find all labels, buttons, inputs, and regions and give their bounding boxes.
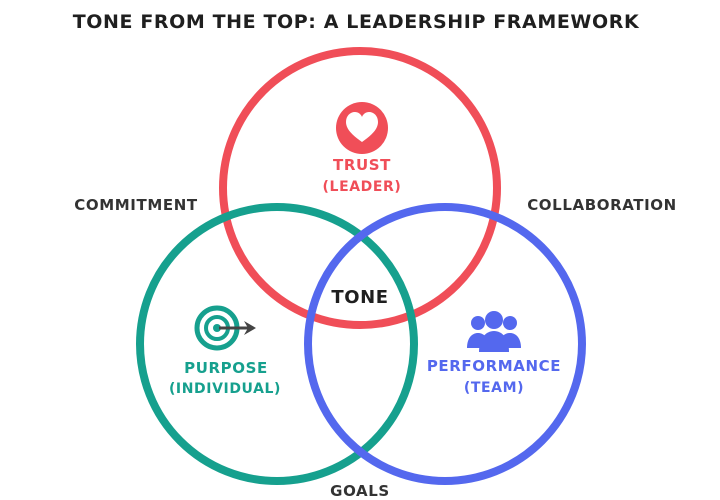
diagram-title: TONE FROM THE TOP: A LEADERSHIP FRAMEWOR…	[73, 11, 640, 33]
trust-sublabel: (LEADER)	[323, 179, 402, 195]
heart-icon	[336, 102, 388, 154]
purpose-circle	[136, 203, 418, 485]
goals-label: GOALS	[330, 482, 390, 500]
performance-sublabel: (TEAM)	[464, 380, 524, 396]
purpose-sublabel: (INDIVIDUAL)	[169, 381, 281, 397]
target-icon	[194, 305, 256, 351]
trust-label: TRUST	[333, 156, 391, 174]
performance-circle	[304, 203, 586, 485]
team-icon	[467, 311, 521, 352]
center-label: TONE	[331, 287, 388, 308]
trust-circle	[219, 47, 501, 329]
commitment-label: COMMITMENT	[74, 196, 198, 214]
performance-label: PERFORMANCE	[427, 357, 561, 375]
collaboration-label: COLLABORATION	[527, 196, 677, 214]
purpose-label: PURPOSE	[184, 359, 268, 377]
